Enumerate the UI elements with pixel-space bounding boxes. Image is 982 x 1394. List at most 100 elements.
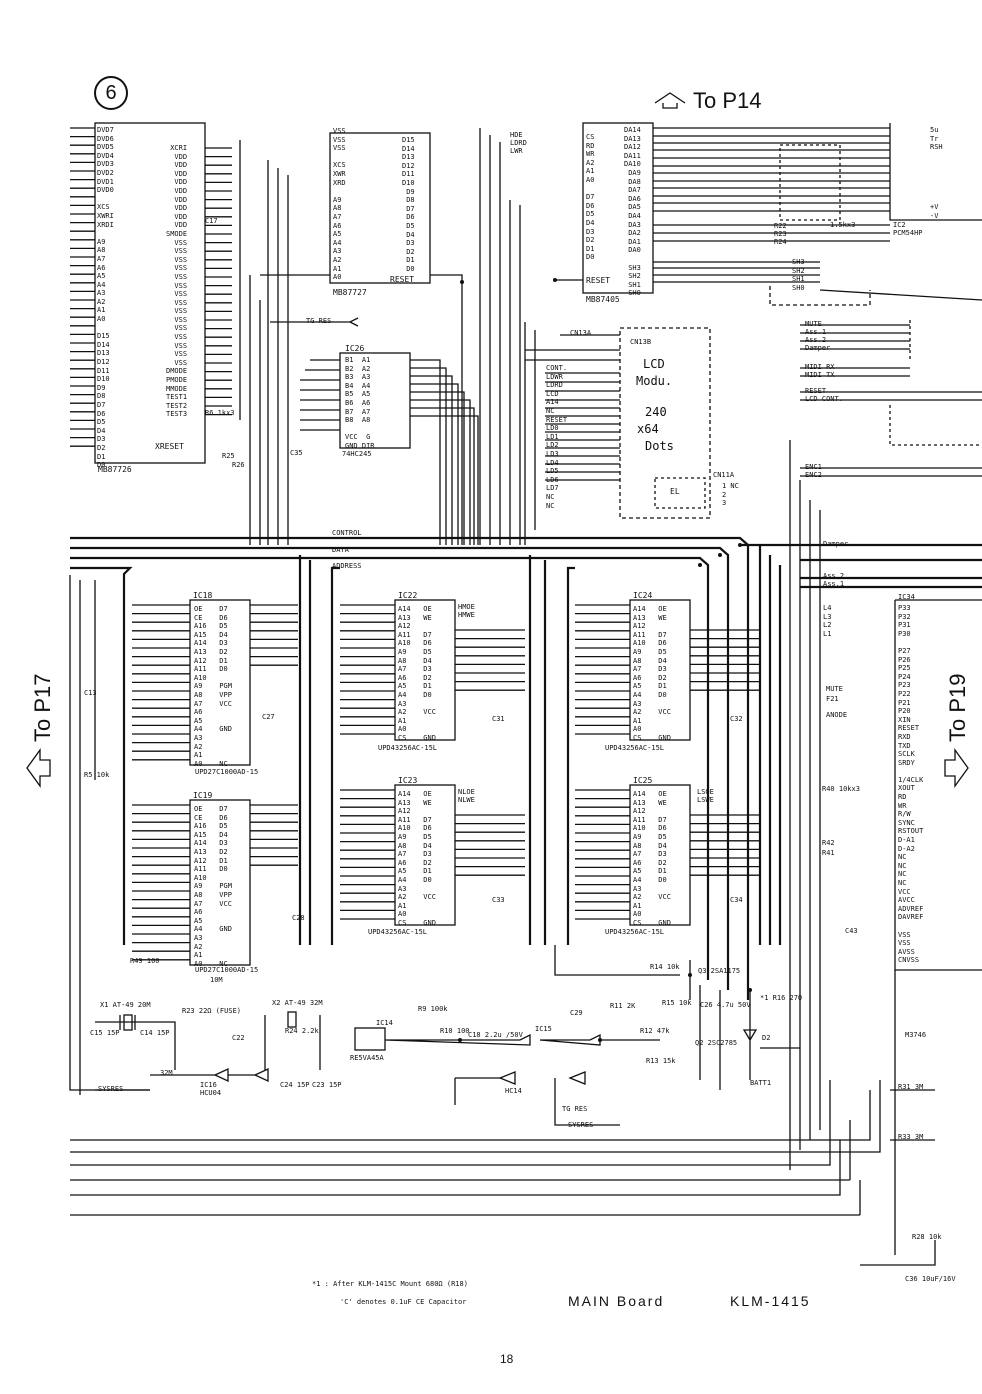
- to-p17-label[interactable]: To P17: [30, 673, 55, 743]
- sheet-number-badge: 6: [94, 76, 128, 110]
- r9-label: R9 100k: [418, 1005, 448, 1013]
- lcd-line3: 240: [645, 405, 667, 419]
- signal-lwr: LWR: [510, 147, 523, 155]
- bus-address: ADDRESS: [332, 562, 362, 570]
- c32-label: C32: [730, 715, 743, 723]
- ic26-part: 74HC245: [342, 450, 372, 458]
- ic25-body: [629, 784, 691, 926]
- mb87726-body: [94, 122, 206, 464]
- c23-label: C23 15P: [312, 1081, 342, 1089]
- mb87726-right-pins: XCRI VDD VDD VDD VDD VDD VDD VDD VDD VDD…: [166, 144, 188, 419]
- hc14-label: HC14: [505, 1087, 522, 1095]
- ic23-part: UPD43256AC-15L: [368, 928, 428, 936]
- el-pins: 1 NC 2 3: [722, 482, 739, 508]
- cn13b-label: CN13B: [630, 338, 652, 346]
- ic2-name: IC2: [893, 221, 906, 229]
- signal-enc2: ENC2: [805, 471, 822, 479]
- c35-label: C35: [290, 449, 303, 457]
- batt-label: BATT1: [750, 1079, 772, 1087]
- mb87726-left-pins: DVD7 DVD6 DVD5 DVD4 DVD3 DVD2 DVD1 DVD0 …: [97, 126, 114, 470]
- r11-label: R11 2K: [610, 1002, 636, 1010]
- signal-damper-bus: Damper: [823, 540, 849, 548]
- r24-label: R24 2.2k: [285, 1027, 319, 1035]
- mb87405-name: MB87405: [586, 295, 620, 304]
- signal-tg-res-bottom: TG RES: [562, 1105, 588, 1113]
- right-edge-labels-2: +V -V: [930, 203, 939, 220]
- signal-nl-oe: NLOE: [458, 788, 475, 796]
- mb87405-reset: RESET: [586, 276, 611, 285]
- signal-32m: 32M: [160, 1069, 173, 1077]
- ic19-pins: OE D7 CE D6 A16 D5 A15 D4 A14 D3 A13 D2 …: [194, 805, 232, 968]
- signal-midi-rx: MIDI RX: [805, 363, 835, 371]
- junction-dot: [553, 278, 557, 282]
- ic26-name: IC26: [345, 344, 365, 353]
- c28-label: C28: [292, 914, 305, 922]
- c13-label: C13: [84, 689, 97, 697]
- to-p19-label[interactable]: To P19: [945, 673, 970, 743]
- c29-label: C29: [570, 1009, 583, 1017]
- ic14-name: IC14: [376, 1019, 393, 1027]
- r13-label: R13 15k: [646, 1057, 676, 1065]
- model-name: KLM-1415: [730, 1293, 811, 1309]
- junction-dot: [688, 973, 692, 977]
- ic25-name: IC25: [633, 776, 653, 785]
- c36-label: C36 10uF/16V: [905, 1275, 956, 1283]
- c18-label: C18 2.2u /50V: [468, 1031, 523, 1039]
- page-number: 18: [500, 1352, 514, 1366]
- ic34-part: M3746: [905, 1031, 927, 1039]
- ic25-pins: A14 OE A13 WE A12 A11 D7 A10 D6 A9 D5 A8…: [633, 790, 671, 927]
- ic22-pins: A14 OE A13 WE A12 A11 D7 A10 D6 A9 D5 A8…: [398, 605, 436, 742]
- ic24-pins: A14 OE A13 WE A12 A11 D7 A10 D6 A9 D5 A8…: [633, 605, 671, 742]
- r10-label: R10 100: [440, 1027, 470, 1035]
- lcd-line5: Dots: [645, 439, 674, 453]
- mb87727-name: MB87727: [333, 288, 367, 297]
- c26-label: C26 4.7u 50V: [700, 1001, 751, 1009]
- ic24-part: UPD43256AC-15L: [605, 744, 665, 752]
- mb87727-left-pins: VSS VSS VSS XCS XWR XRD A9 A8 A7 A6 A5 A…: [333, 127, 346, 282]
- tg-res-top: TG RES: [306, 317, 332, 325]
- mb87727-reset: RESET: [390, 275, 415, 284]
- mb87726-xreset: XRESET: [155, 442, 184, 451]
- ic23-pins: A14 OE A13 WE A12 A11 D7 A10 D6 A9 D5 A8…: [398, 790, 436, 927]
- c33-label: C33: [492, 896, 505, 904]
- r41-label: R41: [822, 849, 835, 857]
- signal-ass2: Ass.2: [805, 336, 827, 344]
- signal-nl-we: NLWE: [458, 796, 475, 804]
- r26-label: R26: [232, 461, 245, 469]
- signal-mute-ic34: MUTE: [826, 685, 843, 693]
- cn13a-label: CN13A: [570, 329, 592, 337]
- signal-sysres-left: SYSRES: [98, 1085, 124, 1093]
- junction-dot: [598, 1038, 602, 1042]
- ic2-part: PCM54HP: [893, 229, 923, 237]
- ic19-name: IC19: [193, 791, 213, 800]
- c15-label: C15 15P: [90, 1029, 120, 1037]
- ic18-part: UPD27C1000AD-15: [195, 768, 259, 776]
- junction-dot: [748, 988, 752, 992]
- c22-label: C22: [232, 1034, 245, 1042]
- r23b-label: R23: [774, 230, 787, 238]
- signal-midi-tx: MIDI TX: [805, 371, 835, 379]
- lcd-pins: CONT. LDWR LDRD LCD A14 NC RESET LD0 LD1…: [546, 364, 568, 510]
- signal-ass1-bus: Ass.1: [823, 580, 845, 588]
- c14-label: C14 15P: [140, 1029, 170, 1037]
- resistor-network-label: 1.5kx3: [830, 221, 856, 229]
- r42-label: R42: [822, 839, 835, 847]
- junction-dot: [698, 563, 702, 567]
- ic22-name: IC22: [398, 591, 418, 600]
- junction-dot: [718, 553, 722, 557]
- ic24-name: IC24: [633, 591, 653, 600]
- ic18-name: IC18: [193, 591, 213, 600]
- signal-ls-we: LSWE: [697, 796, 714, 804]
- lcd-line1: LCD: [643, 357, 665, 371]
- signal-hde: HDE: [510, 131, 523, 139]
- junction-dot: [738, 543, 742, 547]
- mb87726-name: MB87726: [98, 465, 132, 474]
- signal-ls-oe: LSOE: [697, 788, 714, 796]
- signal-reset: RESET: [805, 387, 827, 395]
- lcd-line2: Modu.: [636, 374, 673, 388]
- c24-label: C24 15P: [280, 1081, 310, 1089]
- cn11a-label: CN11A: [713, 471, 735, 479]
- to-p14-label[interactable]: To P14: [693, 88, 762, 113]
- r24b-label: R24: [774, 238, 787, 246]
